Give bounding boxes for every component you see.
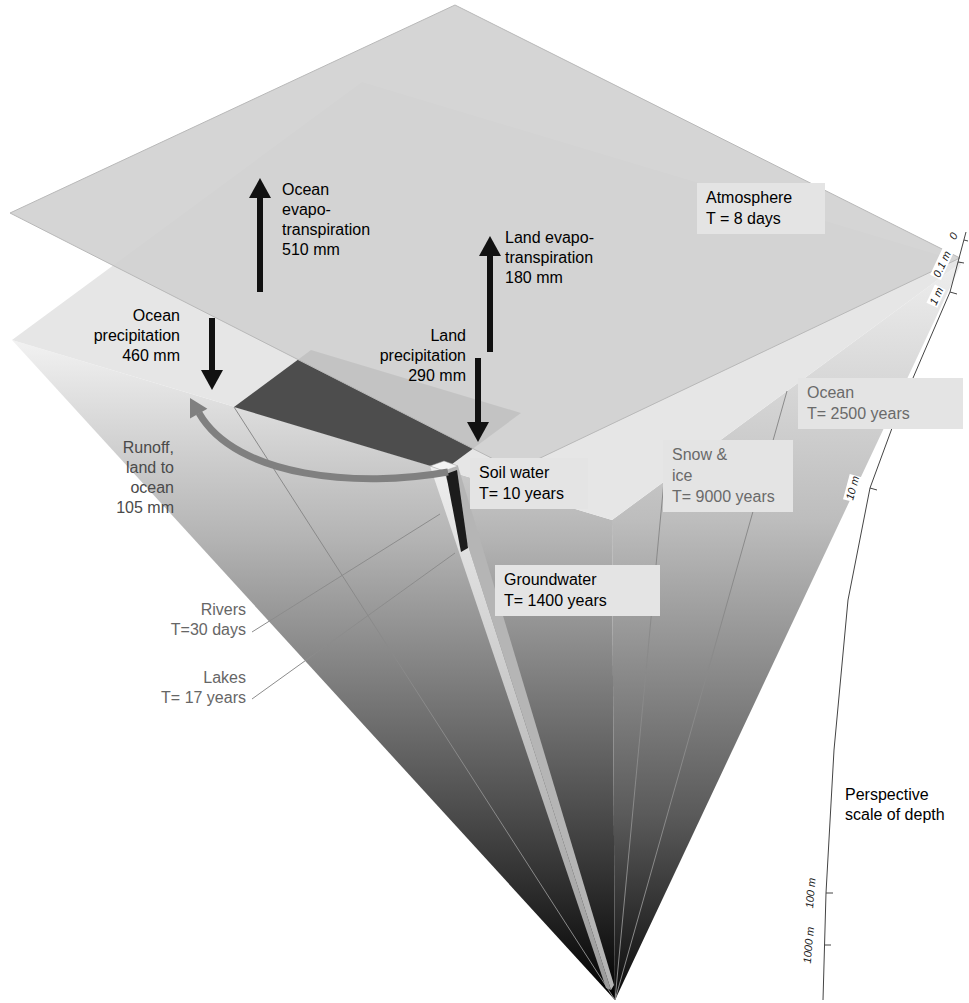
reservoir-name: Snow & ice [672,444,734,486]
residence-time: T= 9000 years [672,486,784,507]
flux-label: Ocean precipitation 460 mm [86,306,180,366]
depth-tick [824,945,831,946]
depth-tick-label: 0.1 m [930,248,953,280]
runoff-arrow-head [190,398,207,419]
flux-label: Land precipitation 290 mm [372,326,466,386]
flux-label: Land evapo- transpiration 180 mm [505,228,599,288]
depth-tick-label: 1000 m [800,925,815,965]
axis-title: Perspective scale of depth [845,785,951,825]
reservoir-label: Lakes [168,668,246,688]
reservoir-divider [615,481,664,1000]
runoff-label: Runoff, land to ocean 105 mm [108,438,174,518]
time-label: T=30 days [158,620,246,640]
flux-arrow-shaft [209,318,215,372]
soil-water-column-side [444,466,614,990]
depth-tick-label: 1 m [926,284,945,308]
flux-arrow-head [467,422,489,442]
depth-tick [964,240,968,241]
reservoir-name: Ocean [807,382,954,403]
depth-tick [958,262,964,263]
reservoir-name: Soil water [479,462,579,483]
residence-time: T = 8 days [706,208,816,229]
runoff-arrow [199,413,448,479]
groundwater-box: GroundwaterT= 1400 years [495,565,660,616]
flux-arrow-head [479,236,501,256]
depth-tick [950,292,957,294]
time-label: T= 17 years [148,688,246,708]
soil-water-box: Soil waterT= 10 years [470,458,588,509]
flux-arrow-shaft [475,358,481,424]
flux-label: Ocean evapo- transpiration 510 mm [282,180,376,260]
reservoir-label: Rivers [168,600,246,620]
leader-line [252,553,455,699]
reservoir-name: Groundwater [504,569,651,590]
residence-time: T= 10 years [479,483,579,504]
leader-line [252,514,440,632]
atmosphere-box: AtmosphereT = 8 days [697,183,825,234]
depth-tick [870,488,877,490]
flux-arrow-head [249,178,271,198]
ocean-box: OceanT= 2500 years [798,378,963,429]
depth-tick-label: 10 m [843,474,861,503]
atmosphere-plane [10,5,960,470]
flux-arrow-head [201,370,223,390]
reservoir-name: Atmosphere [706,187,816,208]
depth-tick-label: 0 [946,230,960,243]
depth-scale-axis [823,232,966,1000]
groundwater-column [446,470,468,552]
reservoir-divider [234,407,615,1000]
flux-arrow-shaft [257,196,263,292]
depth-tick [826,893,833,894]
snow-ice-box: Snow & iceT= 9000 years [663,440,793,512]
depth-tick-label: 100 m [803,876,818,910]
flux-arrow-shaft [487,254,493,352]
residence-time: T= 1400 years [504,590,651,611]
soil-water-column [430,466,611,990]
residence-time: T= 2500 years [807,403,954,424]
